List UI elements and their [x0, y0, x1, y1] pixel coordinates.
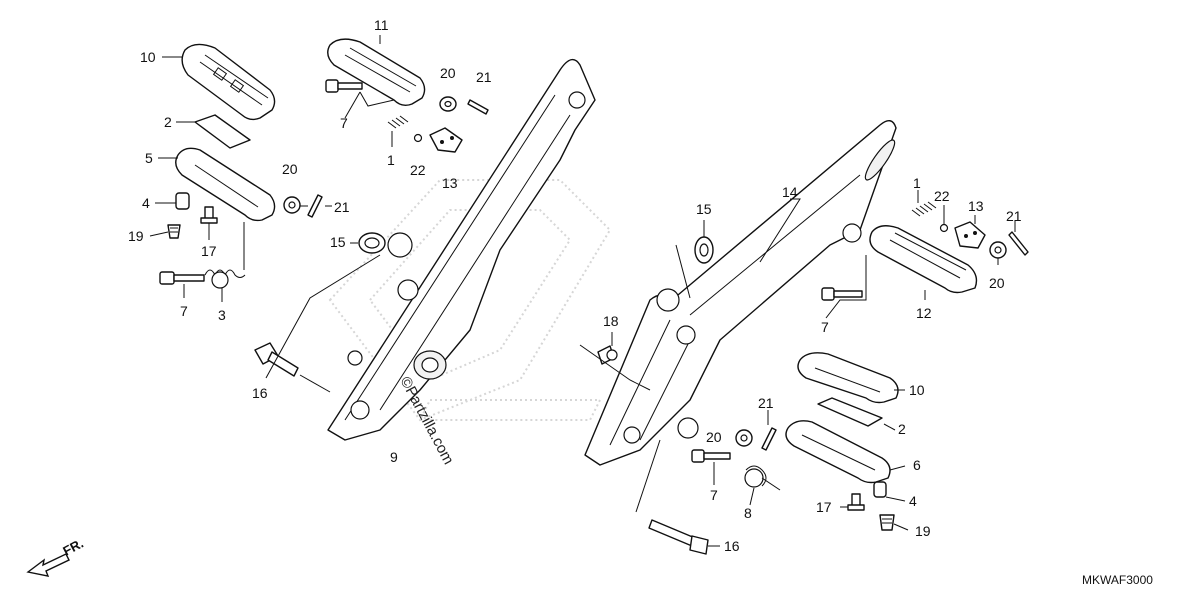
- pin-7-left-lower[interactable]: [159, 271, 205, 285]
- callout-9-left: 9: [390, 449, 398, 465]
- callout-3-left: 3: [218, 307, 226, 323]
- callout-1-left: 1: [387, 152, 395, 168]
- plate-13-right[interactable]: [954, 221, 986, 249]
- callout-10-right: 10: [909, 382, 925, 398]
- grommet-15-right[interactable]: [694, 236, 714, 264]
- bolt-17-right[interactable]: [847, 493, 865, 511]
- pin-7-right-lower[interactable]: [691, 449, 731, 463]
- pin-7-left-upper[interactable]: [325, 79, 363, 93]
- callout-22-right: 22: [934, 188, 950, 204]
- callout-19-right: 19: [915, 523, 931, 539]
- washer-20-left-mid[interactable]: [283, 196, 301, 214]
- front-arrow-icon: [26, 553, 70, 577]
- footpeg-plate-left[interactable]: [194, 114, 251, 149]
- bolt-17-left[interactable]: [200, 206, 218, 224]
- callout-21-right-upper: 21: [1006, 208, 1022, 224]
- callout-19-left: 19: [128, 228, 144, 244]
- footpeg-plate-right[interactable]: [817, 397, 883, 427]
- callout-21-left-mid: 21: [334, 199, 350, 215]
- bolt-19-left[interactable]: [167, 224, 181, 239]
- cotter-pin-21-left-upper[interactable]: [467, 99, 489, 115]
- callout-10-left: 10: [140, 49, 156, 65]
- footpeg-left[interactable]: [175, 147, 276, 222]
- leader-lines-right: [579, 190, 1016, 547]
- clip-18-right[interactable]: [597, 345, 618, 365]
- callout-21-right-lower: 21: [758, 395, 774, 411]
- washer-20-left-upper[interactable]: [439, 96, 457, 112]
- footpeg-12-right[interactable]: [869, 225, 978, 294]
- cotter-pin-21-left-mid[interactable]: [307, 194, 323, 218]
- callout-16-left: 16: [252, 385, 268, 401]
- collar-left[interactable]: [175, 192, 190, 210]
- callout-7-left-upper: 7: [340, 115, 348, 131]
- callout-14-right: 14: [782, 184, 798, 200]
- callout-20-left-mid: 20: [282, 161, 298, 177]
- cotter-pin-21-right-lower[interactable]: [761, 427, 777, 451]
- callout-20-left-upper: 20: [440, 65, 456, 81]
- ball-22-right[interactable]: [939, 223, 949, 233]
- bolt-16-right[interactable]: [648, 519, 709, 555]
- callout-1-right: 1: [913, 175, 921, 191]
- callout-2-right: 2: [898, 421, 906, 437]
- callout-12-right: 12: [916, 305, 932, 321]
- callout-17-right: 17: [816, 499, 832, 515]
- callout-13-left: 13: [442, 175, 458, 191]
- spring-1-left[interactable]: [387, 115, 409, 129]
- callout-15-left: 15: [330, 234, 346, 250]
- callout-4-left: 4: [142, 195, 150, 211]
- leader-lines-left: [149, 35, 395, 393]
- step-bracket-right[interactable]: [584, 120, 899, 466]
- callout-20-right-lower: 20: [706, 429, 722, 445]
- callout-8-right: 8: [744, 505, 752, 521]
- callout-17-left: 17: [201, 243, 217, 259]
- callout-4-right: 4: [909, 493, 917, 509]
- callout-7-right-lower: 7: [710, 487, 718, 503]
- grommet-15-left[interactable]: [358, 232, 386, 254]
- callout-13-right: 13: [968, 198, 984, 214]
- callout-18-right: 18: [603, 313, 619, 329]
- watermark-logo: [328, 179, 612, 422]
- washer-20-right-lower[interactable]: [735, 429, 753, 447]
- ball-22-left[interactable]: [413, 133, 423, 143]
- callouts-left: 10 2 5 4 19 17 7 3 11 7 20 21 1 22 13 20…: [128, 17, 492, 465]
- footpeg-6-right[interactable]: [785, 420, 891, 484]
- callout-7-left-lower: 7: [180, 303, 188, 319]
- washer-20-right-upper[interactable]: [989, 241, 1007, 259]
- spring-1-right[interactable]: [911, 201, 937, 217]
- callout-7-right-upper: 7: [821, 319, 829, 335]
- footpeg-upper-left[interactable]: [327, 38, 426, 107]
- bolt-16-left[interactable]: [254, 342, 299, 377]
- callout-11-left: 11: [374, 17, 389, 33]
- spring-8-right[interactable]: [744, 465, 767, 488]
- callout-16-right: 16: [724, 538, 740, 554]
- pin-7-right-upper[interactable]: [821, 287, 863, 301]
- callout-5-left: 5: [145, 150, 153, 166]
- footpeg-rubber-right[interactable]: [797, 352, 899, 404]
- callout-6-right: 6: [913, 457, 921, 473]
- callout-21-left-upper: 21: [476, 69, 492, 85]
- callout-15-right: 15: [696, 201, 712, 217]
- bolt-19-right[interactable]: [879, 514, 895, 531]
- diagram-code: MKWAF3000: [1082, 573, 1153, 587]
- step-bracket-left[interactable]: [327, 58, 596, 441]
- callout-22-left: 22: [410, 162, 426, 178]
- watermark-text: ©Partzilla.com: [396, 374, 457, 468]
- footpeg-rubber-left[interactable]: [181, 43, 276, 121]
- plate-13-left[interactable]: [429, 127, 463, 153]
- callout-2-left: 2: [164, 114, 172, 130]
- callouts-right: 14 15 1 22 13 21 20 12 7 18 10 2 21 20 6…: [603, 175, 1022, 554]
- collar-4-right[interactable]: [873, 481, 887, 498]
- callout-20-right-upper: 20: [989, 275, 1005, 291]
- spring-left[interactable]: [204, 269, 246, 289]
- cotter-pin-21-right-upper[interactable]: [1008, 231, 1029, 256]
